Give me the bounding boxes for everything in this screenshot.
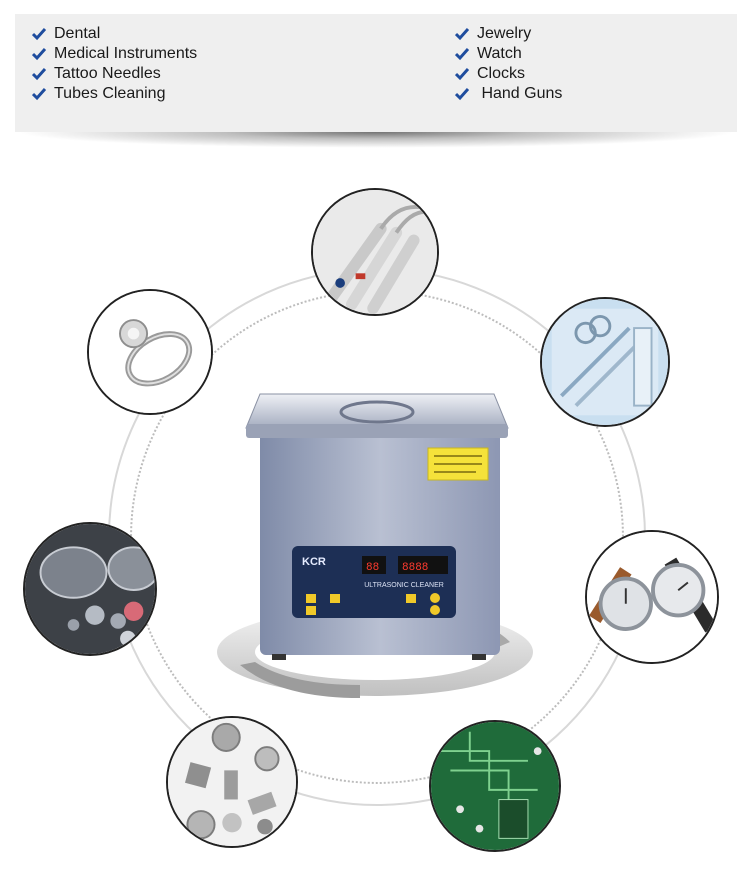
application-label: Clocks [477,65,526,82]
svg-text:88: 88 [366,562,379,574]
checkmark-icon [32,47,46,61]
circuit-board-image [429,720,561,852]
list-item: Watch [443,44,562,64]
list-item: Jewelry [443,24,562,44]
application-label: Hand Guns [477,85,563,102]
application-label: Watch [477,45,522,62]
watches-image [585,530,719,664]
list-item: Dental [20,24,197,44]
list-item: Medical Instruments [20,44,197,64]
checkmark-icon [32,67,46,81]
list-item: Tattoo Needles [20,64,197,84]
svg-text:8888: 8888 [402,562,428,574]
checkmark-icon [32,87,46,101]
application-label: Tattoo Needles [54,65,161,82]
banner-shadow [15,132,737,148]
panel-label: ULTRASONIC CLEANER [364,582,444,589]
dental-tools-image [311,188,439,316]
checkmark-icon [455,27,469,41]
checkmark-icon [455,67,469,81]
applications-left-list: Dental Medical Instruments Tattoo Needle… [20,24,197,104]
checkmark-icon [455,47,469,61]
list-item: Tubes Cleaning [20,84,197,104]
lenses-image [23,522,157,656]
application-label: Tubes Cleaning [54,85,166,102]
application-label: Dental [54,25,101,42]
ring-jewelry-image [87,289,213,415]
application-label: Jewelry [477,25,532,42]
ultrasonic-cleaner-device: KCR 88 8888 ULTRASONIC CLEANER [210,380,540,710]
list-item: Hand Guns [443,84,562,104]
checkmark-icon [455,87,469,101]
brand-logo: KCR [302,556,326,568]
application-label: Medical Instruments [54,45,198,62]
applications-right-list: Jewelry Watch Clocks Hand Guns [443,24,562,104]
medical-instruments-image [540,297,670,427]
list-item: Clocks [443,64,562,84]
metal-parts-image [166,716,298,848]
applications-banner [15,14,737,132]
checkmark-icon [32,27,46,41]
